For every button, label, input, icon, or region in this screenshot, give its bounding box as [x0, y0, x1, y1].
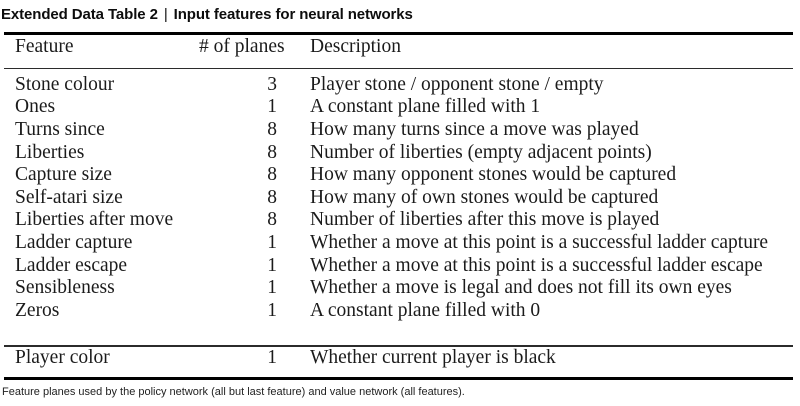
- table-title-separator: |: [163, 6, 168, 23]
- description-cell: A constant plane filled with 1: [310, 96, 541, 118]
- description-cell: Whether current player is black: [310, 346, 556, 368]
- feature-cell: Zeros: [15, 299, 60, 321]
- table-bottom-rule: [4, 377, 793, 381]
- table-summary-row: Player color 1 Whether current player is…: [4, 347, 793, 370]
- description-cell: Whether a move at this point is a succes…: [310, 232, 769, 254]
- planes-cell: 1: [267, 232, 277, 254]
- features-table: Feature # of planes Description Stone co…: [4, 32, 793, 381]
- table-row: Turns since 8 How many turns since a mov…: [4, 119, 793, 142]
- description-cell: How many of own stones would be captured: [310, 186, 659, 208]
- table-row: Zeros 1 A constant plane filled with 0: [4, 300, 793, 323]
- planes-cell: 8: [267, 186, 277, 208]
- description-cell: Player stone / opponent stone / empty: [310, 73, 604, 95]
- table-top-rule: [4, 32, 793, 35]
- table-title: Extended Data Table 2 | Input features for…: [1, 5, 413, 24]
- feature-cell: Ladder capture: [15, 232, 133, 254]
- feature-cell: Ladder escape: [15, 254, 128, 276]
- planes-cell: 1: [267, 277, 277, 299]
- header-feature: Feature: [15, 36, 74, 58]
- header-planes: # of planes: [199, 36, 285, 58]
- table-row: Ladder capture 1 Whether a move at this …: [4, 232, 793, 255]
- table-header-row: Feature # of planes Description: [4, 35, 793, 68]
- feature-cell: Stone colour: [15, 73, 115, 95]
- description-cell: How many turns since a move was played: [310, 119, 639, 141]
- table-body: Stone colour 3 Player stone / opponent s…: [4, 69, 793, 322]
- header-description: Description: [310, 36, 401, 58]
- feature-cell: Turns since: [15, 119, 105, 141]
- table-row: Liberties 8 Number of liberties (empty a…: [4, 142, 793, 165]
- feature-cell: Self-atari size: [15, 186, 123, 208]
- feature-cell: Liberties after move: [15, 209, 174, 231]
- planes-cell: 8: [267, 141, 277, 163]
- description-cell: How many opponent stones would be captur…: [310, 164, 677, 186]
- table-row: Self-atari size 8 How many of own stones…: [4, 187, 793, 210]
- section-divider-rule: [4, 345, 793, 347]
- planes-cell: 8: [267, 119, 277, 141]
- planes-cell: 1: [267, 254, 277, 276]
- description-cell: A constant plane filled with 0: [310, 299, 541, 321]
- description-cell: Number of liberties (empty adjacent poin…: [310, 141, 652, 163]
- table-row: Liberties after move 8 Number of liberti…: [4, 209, 793, 232]
- description-cell: Number of liberties after this move is p…: [310, 209, 660, 231]
- feature-cell: Capture size: [15, 164, 112, 186]
- table-row: Ones 1 A constant plane filled with 1: [4, 96, 793, 119]
- description-cell: Whether a move at this point is a succes…: [310, 254, 763, 276]
- table-title-subtitle: Input features for neural networks: [173, 6, 413, 23]
- table-row: Capture size 8 How many opponent stones …: [4, 164, 793, 187]
- header-divider-rule: [4, 67, 793, 70]
- feature-cell: Player color: [15, 346, 110, 368]
- table-row: Stone colour 3 Player stone / opponent s…: [4, 74, 793, 97]
- planes-cell: 1: [267, 96, 277, 118]
- planes-cell: 8: [267, 209, 277, 231]
- planes-cell: 1: [267, 299, 277, 321]
- planes-cell: 3: [267, 73, 277, 95]
- table-footnote: Feature planes used by the policy networ…: [2, 386, 465, 398]
- description-cell: Whether a move is legal and does not fil…: [310, 277, 732, 299]
- feature-cell: Sensibleness: [15, 277, 115, 299]
- feature-cell: Ones: [15, 96, 56, 118]
- planes-cell: 8: [267, 164, 277, 186]
- table-row: Sensibleness 1 Whether a move is legal a…: [4, 277, 793, 300]
- feature-cell: Liberties: [15, 141, 85, 163]
- table-title-label: Extended Data Table 2: [1, 6, 158, 23]
- table-row: Ladder escape 1 Whether a move at this p…: [4, 255, 793, 278]
- planes-cell: 1: [267, 346, 277, 368]
